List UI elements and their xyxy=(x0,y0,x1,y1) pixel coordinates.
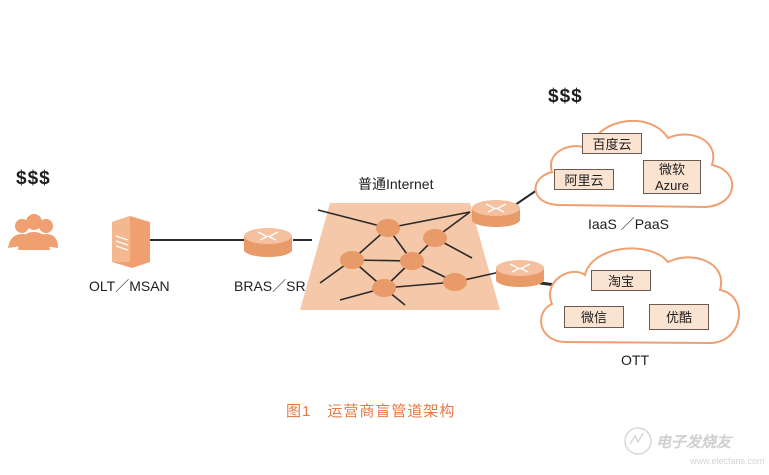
figure-caption: 图1 运营商盲管道架构 xyxy=(286,403,456,420)
watermark-text: 电子发烧友 xyxy=(656,434,732,451)
internet-nodes xyxy=(340,219,467,297)
router-icon-bras xyxy=(244,228,292,257)
olt-device-icon xyxy=(112,216,150,268)
router-icon-iaas xyxy=(472,200,520,227)
user-money-label: $$$ xyxy=(16,168,51,189)
internet-label: 普通Internet xyxy=(358,176,434,192)
azure-box-line1: 微软 xyxy=(658,162,685,177)
watermark-url: www.elecfans.com xyxy=(690,456,765,466)
watermark-logo-icon xyxy=(624,427,652,455)
baidu-cloud-box: 百度云 xyxy=(582,133,642,154)
wechat-box: 微信 xyxy=(564,306,624,328)
olt-label: OLT／MSAN xyxy=(89,278,170,294)
azure-box: 微软 Azure xyxy=(643,160,701,194)
bras-label: BRAS／SR xyxy=(234,278,306,294)
azure-box-line2: Azure xyxy=(655,178,689,193)
router-icon-ott xyxy=(496,260,544,287)
ott-cloud xyxy=(540,247,741,345)
iaas-label: IaaS ／PaaS xyxy=(588,216,669,232)
aliyun-box: 阿里云 xyxy=(554,169,614,190)
youku-box: 优酷 xyxy=(649,304,709,330)
cloud-money-label: $$$ xyxy=(548,86,583,107)
taobao-box: 淘宝 xyxy=(591,270,651,291)
users-icon xyxy=(8,214,58,250)
ott-label: OTT xyxy=(621,352,649,368)
